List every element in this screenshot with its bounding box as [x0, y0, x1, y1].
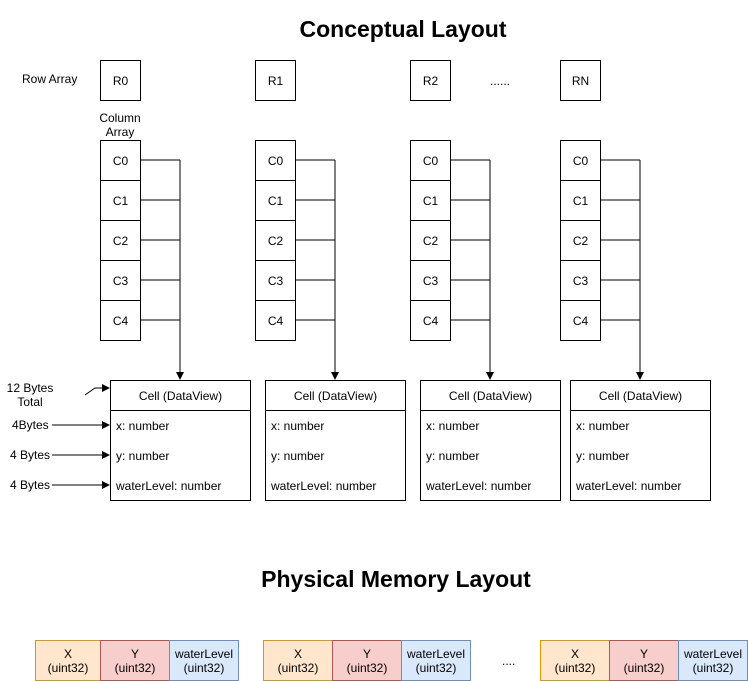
cell-field-y: y: number	[426, 449, 480, 463]
memory-block-waterlevel: waterLevel(uint32)	[169, 640, 239, 681]
column-box: C2	[560, 220, 601, 261]
cell-dataview-box: Cell (DataView) x: number y: number wate…	[420, 380, 561, 501]
column-box: C3	[100, 260, 141, 301]
column-box: C0	[410, 140, 451, 181]
memory-block-x: X(uint32)	[263, 640, 333, 681]
cell-field-x: x: number	[271, 419, 325, 433]
memory-block-y: Y(uint32)	[100, 640, 170, 681]
bytes-total-label: 12 Bytes Total	[6, 381, 54, 409]
memory-block-y: Y(uint32)	[609, 640, 679, 681]
cell-field-y: y: number	[576, 449, 630, 463]
memory-ellipsis: ....	[502, 654, 516, 668]
cell-field-y: y: number	[116, 449, 170, 463]
column-box: C1	[255, 180, 296, 221]
cell-dataview-box: Cell (DataView) x: number y: number wate…	[570, 380, 711, 501]
bytes-water-label: 4 Bytes	[10, 478, 51, 492]
column-box: C2	[100, 220, 141, 261]
cell-field-waterlevel: waterLevel: number	[576, 479, 682, 493]
cell-field-waterlevel: waterLevel: number	[426, 479, 532, 493]
column-box: C2	[255, 220, 296, 261]
column-box: C4	[410, 300, 451, 341]
column-box: C0	[560, 140, 601, 181]
column-box: C3	[410, 260, 451, 301]
cell-field-x: x: number	[426, 419, 480, 433]
column-box: C0	[100, 140, 141, 181]
column-box: C1	[100, 180, 141, 221]
physical-memory-layout-title: Physical Memory Layout	[261, 566, 531, 592]
cell-field-x: x: number	[116, 419, 170, 433]
cell-field-waterlevel: waterLevel: number	[271, 479, 377, 493]
cell-dataview-box: Cell (DataView) x: number y: number wate…	[110, 380, 251, 501]
row-ellipsis: ......	[490, 74, 511, 88]
cell-field-x: x: number	[576, 419, 630, 433]
memory-block-waterlevel: waterLevel(uint32)	[678, 640, 748, 681]
bytes-x-label: 4Bytes	[12, 418, 49, 432]
r0-connectors	[141, 159, 184, 380]
column-box: C1	[560, 180, 601, 221]
memory-block-y: Y(uint32)	[332, 640, 402, 681]
rn-connectors	[601, 159, 644, 380]
memory-block-x: X(uint32)	[540, 640, 610, 681]
column-array-label: Column Array	[99, 111, 141, 139]
cell-title: Cell (DataView)	[421, 381, 560, 411]
column-box: C4	[560, 300, 601, 341]
column-box: C4	[255, 300, 296, 341]
cell-title: Cell (DataView)	[266, 381, 405, 411]
memory-block-waterlevel: waterLevel(uint32)	[401, 640, 471, 681]
cell-field-y: y: number	[271, 449, 325, 463]
cell-title: Cell (DataView)	[571, 381, 710, 411]
cell-dataview-box: Cell (DataView) x: number y: number wate…	[265, 380, 406, 501]
row-box: RN	[560, 60, 601, 101]
column-box: C3	[560, 260, 601, 301]
row-box: R1	[255, 60, 296, 101]
conceptual-layout-title: Conceptual Layout	[299, 16, 507, 42]
row-box: R2	[410, 60, 451, 101]
row-array-label: Row Array	[22, 72, 78, 86]
byte-label-arrows	[52, 384, 110, 489]
r1-connectors	[296, 159, 339, 380]
memory-block-x: X(uint32)	[35, 640, 101, 681]
column-box: C3	[255, 260, 296, 301]
r2-connectors	[451, 159, 494, 380]
column-box: C4	[100, 300, 141, 341]
column-box: C0	[255, 140, 296, 181]
cell-field-waterlevel: waterLevel: number	[116, 479, 222, 493]
cell-title: Cell (DataView)	[111, 381, 250, 411]
row-box: R0	[100, 60, 141, 101]
bytes-y-label: 4 Bytes	[10, 448, 51, 462]
column-box: C2	[410, 220, 451, 261]
column-box: C1	[410, 180, 451, 221]
